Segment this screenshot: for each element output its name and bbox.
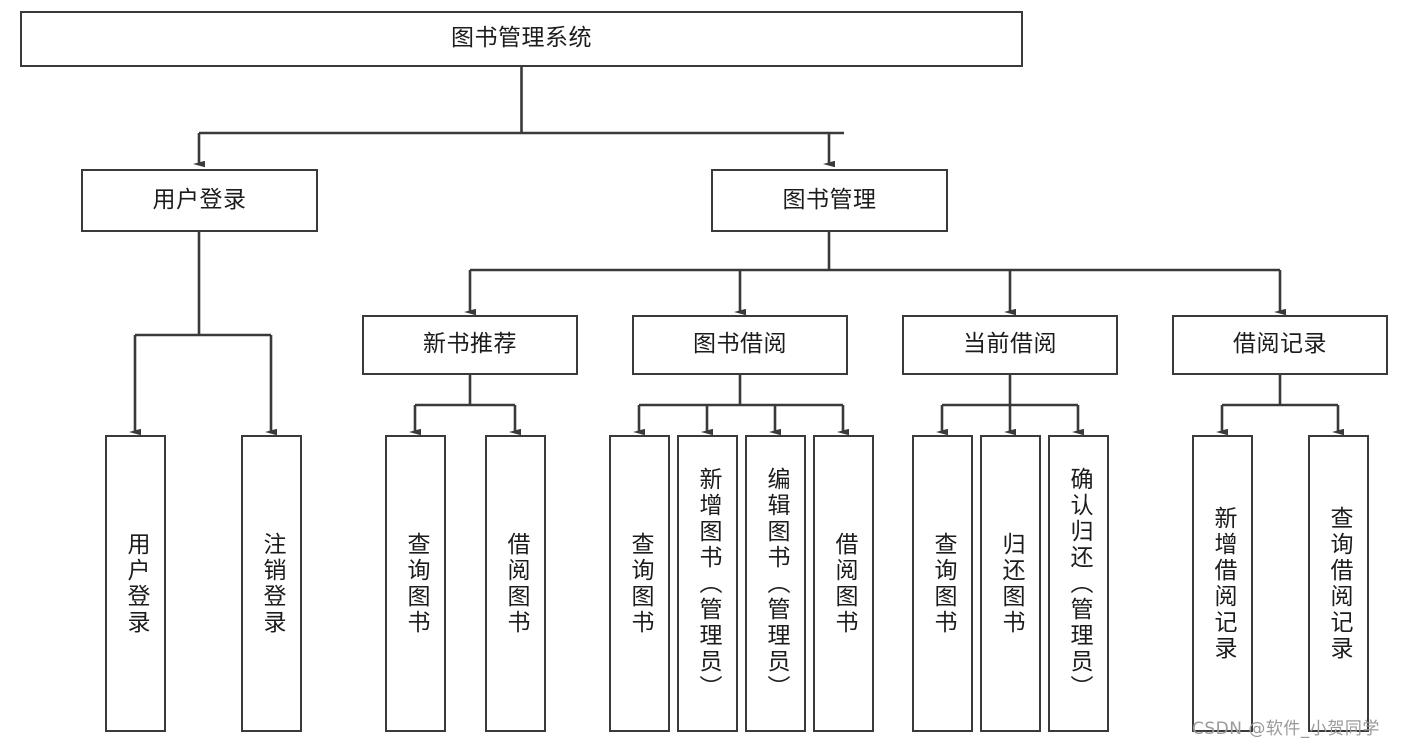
csdn-watermark: CSDN @软件_小贺同学: [1192, 719, 1380, 739]
node-new-book-recommend[interactable]: 新书推荐: [362, 315, 578, 375]
node-leaf-query-book-recommend[interactable]: 查询图书: [385, 435, 446, 732]
node-label: 注销登录: [259, 531, 286, 636]
node-label: 查询图书: [930, 531, 957, 636]
node-user-login[interactable]: 用户登录: [81, 169, 318, 232]
node-label: 借阅图书: [831, 531, 858, 636]
node-leaf-query-book-borrow[interactable]: 查询图书: [609, 435, 670, 732]
node-borrow-record[interactable]: 借阅记录: [1172, 315, 1388, 375]
node-label: 用户登录: [152, 186, 247, 213]
node-label: 确认归还（管理员）: [1066, 466, 1093, 701]
node-label: 查询图书: [403, 531, 430, 636]
node-leaf-borrow-book[interactable]: 借阅图书: [813, 435, 874, 732]
node-leaf-user-login[interactable]: 用户登录: [105, 435, 166, 732]
node-label: 借阅图书: [503, 531, 530, 636]
node-label: 当前借阅: [963, 331, 1057, 358]
node-label: 新增借阅记录: [1210, 505, 1237, 662]
node-current-borrow[interactable]: 当前借阅: [902, 315, 1118, 375]
node-leaf-edit-book-admin[interactable]: 编辑图书（管理员）: [745, 435, 806, 732]
node-label: 新书推荐: [423, 331, 517, 358]
node-book-borrow[interactable]: 图书借阅: [632, 315, 848, 375]
node-leaf-query-borrow-record[interactable]: 查询借阅记录: [1308, 435, 1369, 732]
node-leaf-confirm-return-admin[interactable]: 确认归还（管理员）: [1048, 435, 1109, 732]
node-book-management[interactable]: 图书管理: [711, 169, 948, 232]
node-leaf-add-borrow-record[interactable]: 新增借阅记录: [1192, 435, 1253, 732]
node-root-book-management-system[interactable]: 图书管理系统: [20, 11, 1023, 67]
node-leaf-query-book-current[interactable]: 查询图书: [912, 435, 973, 732]
node-leaf-return-book[interactable]: 归还图书: [980, 435, 1041, 732]
node-label: 查询图书: [627, 531, 654, 636]
node-leaf-logout-login[interactable]: 注销登录: [241, 435, 302, 732]
node-label: 图书管理: [782, 186, 877, 213]
node-label: 用户登录: [123, 531, 150, 636]
node-label: 编辑图书（管理员）: [763, 466, 790, 701]
node-label: 查询借阅记录: [1326, 505, 1353, 662]
node-label: 图书管理系统: [451, 25, 592, 52]
node-label: 新增图书（管理员）: [695, 466, 722, 701]
node-leaf-add-book-admin[interactable]: 新增图书（管理员）: [677, 435, 738, 732]
node-label: 图书借阅: [693, 331, 787, 358]
node-label: 归还图书: [998, 531, 1025, 636]
node-leaf-borrow-book-recommend[interactable]: 借阅图书: [485, 435, 546, 732]
node-label: 借阅记录: [1233, 331, 1327, 358]
